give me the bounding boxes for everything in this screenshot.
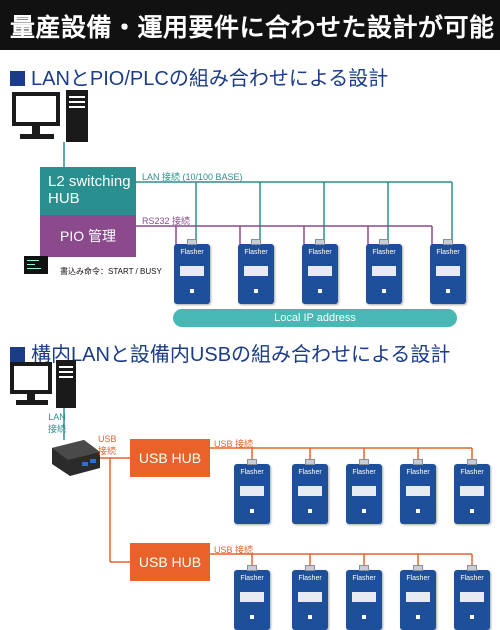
l2-hub-line2: HUB	[48, 190, 80, 207]
flasher-screen	[406, 592, 430, 602]
flasher-device: Flasher	[292, 459, 328, 524]
flasher-device: Flasher	[454, 565, 490, 630]
section1-title: LANとPIO/PLCの組み合わせによる設計	[10, 62, 388, 91]
flasher-screen	[240, 486, 264, 496]
flasher-device: Flasher	[238, 239, 274, 304]
flasher-label: Flasher	[240, 469, 264, 476]
flasher-label: Flasher	[180, 249, 204, 256]
flasher-screen	[298, 592, 322, 602]
l2-hub-line1: L2 switching	[48, 173, 131, 190]
section2-title: 構内LANと設備内USBの組み合わせによる設計	[10, 338, 450, 367]
flasher-label: Flasher	[372, 249, 396, 256]
flasher-label: Flasher	[406, 575, 430, 582]
usb-label-line1: USB	[98, 434, 117, 444]
terminal-icon	[24, 256, 48, 274]
flasher-label: Flasher	[308, 249, 332, 256]
usb-connection-label: USB 接続	[98, 434, 117, 457]
flasher-screen	[298, 486, 322, 496]
flasher-label: Flasher	[406, 469, 430, 476]
banner-title: 量産設備・運用要件に合わせた設計が可能	[10, 13, 495, 42]
lan-connection-label-2: LAN 接続	[48, 412, 66, 435]
flasher-device: Flasher	[400, 459, 436, 524]
pio-management-box: PIO 管理	[40, 215, 136, 257]
flasher-label: Flasher	[298, 469, 322, 476]
flasher-device: Flasher	[346, 565, 382, 630]
rs232-bus	[136, 225, 433, 245]
flasher-screen	[244, 266, 268, 276]
flasher-device: Flasher	[366, 239, 402, 304]
lan-connection-label: LAN 接続 (10/100 BASE)	[142, 172, 243, 182]
flasher-label: Flasher	[460, 469, 484, 476]
lan-label-line1: LAN	[48, 412, 66, 422]
lan-bus	[136, 181, 453, 245]
flasher-label: Flasher	[436, 249, 460, 256]
flasher-label: Flasher	[244, 249, 268, 256]
usb-label-line2: 接続	[98, 446, 117, 456]
flasher-device: Flasher	[400, 565, 436, 630]
flasher-label: Flasher	[298, 575, 322, 582]
lan-label-line2: 接続	[48, 424, 67, 434]
flasher-label: Flasher	[352, 469, 376, 476]
pc1-icon	[12, 90, 88, 142]
flasher-device: Flasher	[292, 565, 328, 630]
flasher-screen	[372, 266, 396, 276]
flasher-screen	[460, 592, 484, 602]
flasher-device: Flasher	[234, 565, 270, 630]
flasher-screen	[460, 486, 484, 496]
flasher-screen	[406, 486, 430, 496]
usb-hub-1: USB HUB	[130, 439, 210, 477]
flasher-device: Flasher	[174, 239, 210, 304]
flasher-screen	[436, 266, 460, 276]
usb-connection-label-2: USB 接続	[214, 545, 254, 555]
flasher-screen	[352, 486, 376, 496]
pc2-icon	[10, 360, 76, 408]
l2-switching-hub: L2 switching HUB	[40, 167, 136, 215]
flasher-label: Flasher	[352, 575, 376, 582]
usb-hub-2: USB HUB	[130, 543, 210, 581]
flasher-device: Flasher	[454, 459, 490, 524]
rs232-connection-label: RS232 接続	[142, 216, 191, 226]
flasher-screen	[180, 266, 204, 276]
flasher-device: Flasher	[430, 239, 466, 304]
flasher-screen	[240, 592, 264, 602]
header-banner: 量産設備・運用要件に合わせた設計が可能	[0, 0, 500, 50]
flasher-device: Flasher	[234, 459, 270, 524]
local-ip-address-bar: Local IP address	[173, 309, 457, 327]
bullet-square-icon	[10, 347, 25, 362]
flasher-screen	[308, 266, 332, 276]
gateway-device-icon	[52, 440, 100, 476]
bullet-square-icon	[10, 71, 25, 86]
flasher-label: Flasher	[240, 575, 264, 582]
flasher-device: Flasher	[302, 239, 338, 304]
flasher-label: Flasher	[460, 575, 484, 582]
flasher-screen	[352, 592, 376, 602]
usb-connection-label-1: USB 接続	[214, 439, 254, 449]
write-command-label: 書込み命令：START / BUSY	[60, 267, 162, 276]
flasher-device: Flasher	[346, 459, 382, 524]
